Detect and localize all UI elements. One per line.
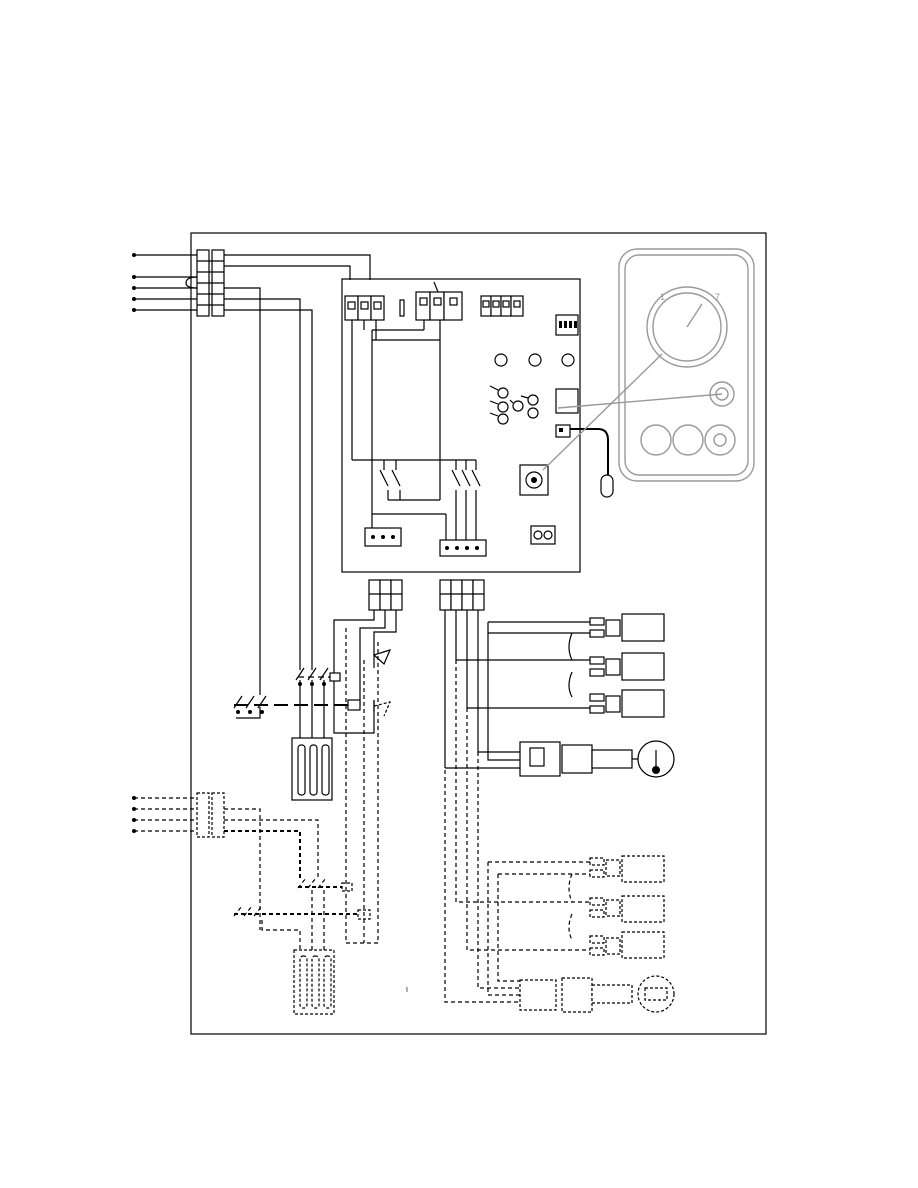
board-leds bbox=[495, 354, 574, 366]
alt-relay-2 bbox=[590, 896, 664, 922]
alt-relay-1 bbox=[590, 856, 664, 882]
heating-element bbox=[292, 738, 332, 800]
board-wiring bbox=[352, 320, 480, 540]
alt-heater-control-wiring bbox=[346, 628, 378, 943]
alt-relay-3 bbox=[590, 932, 664, 958]
alt-fan-wiring bbox=[445, 660, 590, 1002]
fan-motor-connector bbox=[520, 742, 640, 776]
lower-connector-a bbox=[369, 580, 402, 610]
remote-control-panel: 1 7 bbox=[543, 249, 754, 481]
board-connector-x3 bbox=[481, 296, 523, 316]
board-connector-x5 bbox=[440, 540, 486, 556]
fan-motor bbox=[638, 741, 674, 777]
dip-switch bbox=[556, 315, 578, 335]
lower-connector-b bbox=[440, 580, 484, 610]
relay-2 bbox=[590, 653, 664, 680]
fuse-label: I bbox=[406, 987, 408, 994]
board-fuse bbox=[400, 300, 404, 316]
sensor-connector bbox=[556, 425, 613, 497]
board-connector-x4 bbox=[365, 528, 401, 546]
mains-input bbox=[132, 253, 197, 312]
alt-mains-input bbox=[132, 793, 224, 837]
alt-mains-wiring bbox=[224, 809, 318, 930]
mains-wiring bbox=[224, 255, 370, 695]
status-indicator-icons bbox=[490, 386, 538, 424]
alt-fan-motor bbox=[638, 976, 674, 1012]
contactor-k2 bbox=[234, 696, 360, 714]
sensor-module bbox=[556, 389, 578, 413]
alt-heating-element bbox=[294, 950, 334, 1014]
board-connector-x1 bbox=[345, 296, 384, 320]
dial-scale-min: 1 bbox=[660, 292, 665, 302]
board-connector-x2 bbox=[416, 282, 462, 320]
board-connector-x6 bbox=[531, 526, 555, 544]
dial-scale-max: 7 bbox=[715, 292, 720, 302]
overheat-limiter bbox=[374, 650, 390, 716]
alt-contactors bbox=[234, 878, 370, 950]
main-terminal-block bbox=[186, 250, 224, 316]
relay-1 bbox=[590, 614, 664, 641]
alt-fan-motor-connector bbox=[520, 978, 632, 1012]
relay-3 bbox=[590, 690, 664, 717]
